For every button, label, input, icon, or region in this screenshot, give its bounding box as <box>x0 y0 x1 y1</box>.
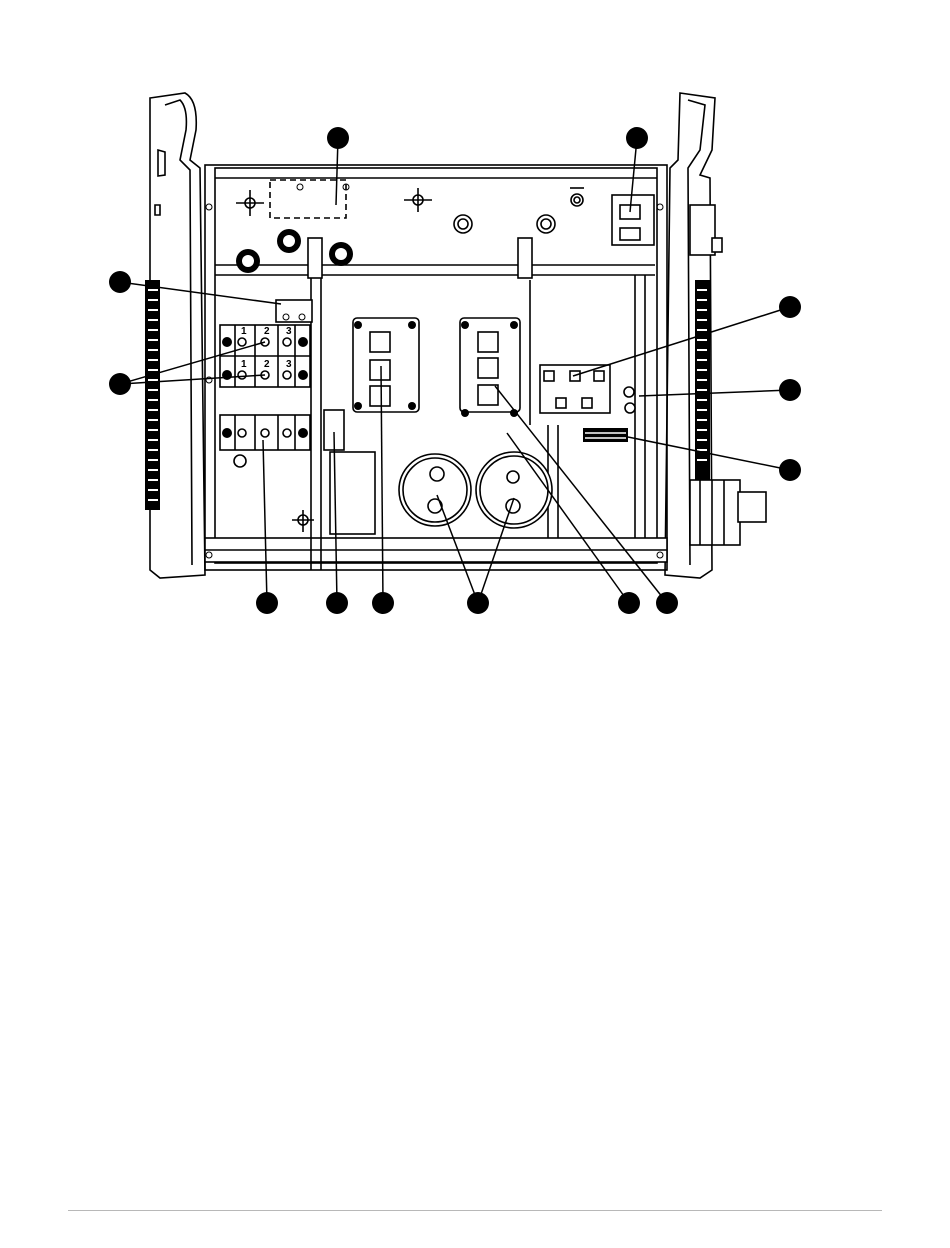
upper-plate <box>236 180 654 273</box>
terminal-label: 1 <box>241 326 247 337</box>
right-vent-slots <box>695 280 710 510</box>
callout-marker <box>618 592 640 614</box>
igbt-module-right <box>460 318 520 417</box>
gear-2 <box>329 242 353 266</box>
callout-marker <box>779 379 801 401</box>
terminal-label: 3 <box>286 326 292 337</box>
terminal-block-lower <box>220 415 310 467</box>
callout-marker <box>779 459 801 481</box>
capacitor-left <box>399 454 471 526</box>
callout-marker <box>327 127 349 149</box>
callout-marker <box>109 373 131 395</box>
callout-marker <box>467 592 489 614</box>
igbt-module-left <box>353 318 419 412</box>
callout-marker <box>326 592 348 614</box>
shunt-bracket <box>324 410 375 534</box>
terminal-label: 2 <box>264 326 270 337</box>
terminal-label: 2 <box>264 359 270 370</box>
cable-gland <box>690 480 766 545</box>
standoff-3 <box>570 188 584 206</box>
capacitor-right <box>476 452 552 528</box>
callout-marker <box>779 296 801 318</box>
fan-connector-2 <box>537 215 555 233</box>
bridge-rectifier <box>540 365 610 413</box>
callout-marker <box>626 127 648 149</box>
footer-divider <box>68 1210 882 1211</box>
fan-connector-1 <box>454 215 472 233</box>
standoff-2 <box>404 188 432 212</box>
right-switch <box>690 205 722 255</box>
ground-screw <box>624 387 635 413</box>
callout-marker <box>256 592 278 614</box>
heat-sink <box>583 428 628 442</box>
relay-top-right <box>612 195 654 245</box>
callout-marker <box>109 271 131 293</box>
dashed-pcb-outline <box>270 180 346 218</box>
callout-marker <box>656 592 678 614</box>
left-vent-slots <box>145 280 160 510</box>
gear-3 <box>236 249 260 273</box>
callout-marker <box>372 592 394 614</box>
small-bracket <box>276 300 312 322</box>
terminal-label: 1 <box>241 359 247 370</box>
terminal-label: 3 <box>286 359 292 370</box>
gear-1 <box>277 229 301 253</box>
standoff-1 <box>236 190 264 216</box>
